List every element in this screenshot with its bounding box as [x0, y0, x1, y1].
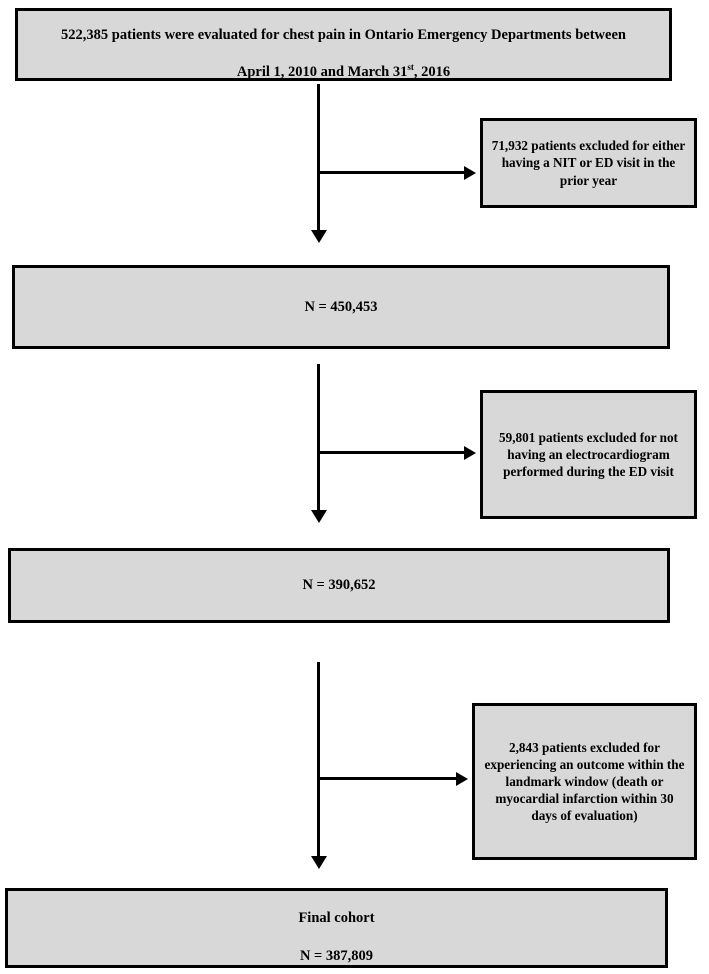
connector-hline-3 [317, 777, 457, 780]
node-final-cohort-count: N = 387,809 [299, 947, 374, 964]
node-final-cohort: Final cohort N = 387,809 [5, 888, 668, 968]
node-n-after-first-exclusion-text: N = 450,453 [304, 298, 378, 315]
connector-arrowhead-down-3 [311, 856, 327, 869]
connector-arrowhead-right-3 [456, 771, 468, 786]
connector-hline-2 [317, 451, 465, 454]
connector-arrowhead-down-2 [311, 510, 327, 523]
node-exclusion-3: 2,843 patients excluded for experiencing… [472, 703, 697, 860]
connector-vline-1 [317, 84, 320, 232]
node-final-cohort-text: Final cohort N = 387,809 [8, 890, 665, 965]
node-top-cohort: 522,385 patients were evaluated for ches… [15, 8, 672, 81]
connector-arrowhead-right-2 [464, 445, 476, 460]
node-top-cohort-line2-post: , 2016 [413, 64, 451, 81]
node-top-cohort-line2-superscript: st [407, 62, 414, 73]
node-n-after-second-exclusion-text: N = 390,652 [302, 577, 376, 594]
node-top-cohort-line2-pre: April 1, 2010 and March 31 [236, 64, 408, 81]
node-n-after-first-exclusion: N = 450,453 [12, 265, 670, 349]
node-exclusion-3-text: 2,843 patients excluded for experiencing… [484, 739, 685, 824]
connector-arrowhead-down-1 [311, 230, 327, 243]
node-exclusion-2-text: 59,801 patients excluded for not having … [499, 429, 678, 480]
node-exclusion-1-text: 71,932 patients excluded for either havi… [491, 138, 686, 188]
node-exclusion-1: 71,932 patients excluded for either havi… [480, 118, 697, 208]
node-final-cohort-label: Final cohort [298, 910, 375, 927]
connector-vline-2 [317, 364, 320, 512]
node-top-cohort-text: 522,385 patients were evaluated for ches… [18, 7, 669, 82]
connector-vline-3 [317, 662, 320, 858]
node-exclusion-2: 59,801 patients excluded for not having … [480, 390, 697, 519]
node-n-after-second-exclusion: N = 390,652 [8, 548, 670, 623]
connector-arrowhead-right-1 [464, 165, 476, 180]
node-top-cohort-line1: 522,385 patients were evaluated for ches… [61, 26, 626, 43]
connector-hline-1 [317, 171, 465, 174]
